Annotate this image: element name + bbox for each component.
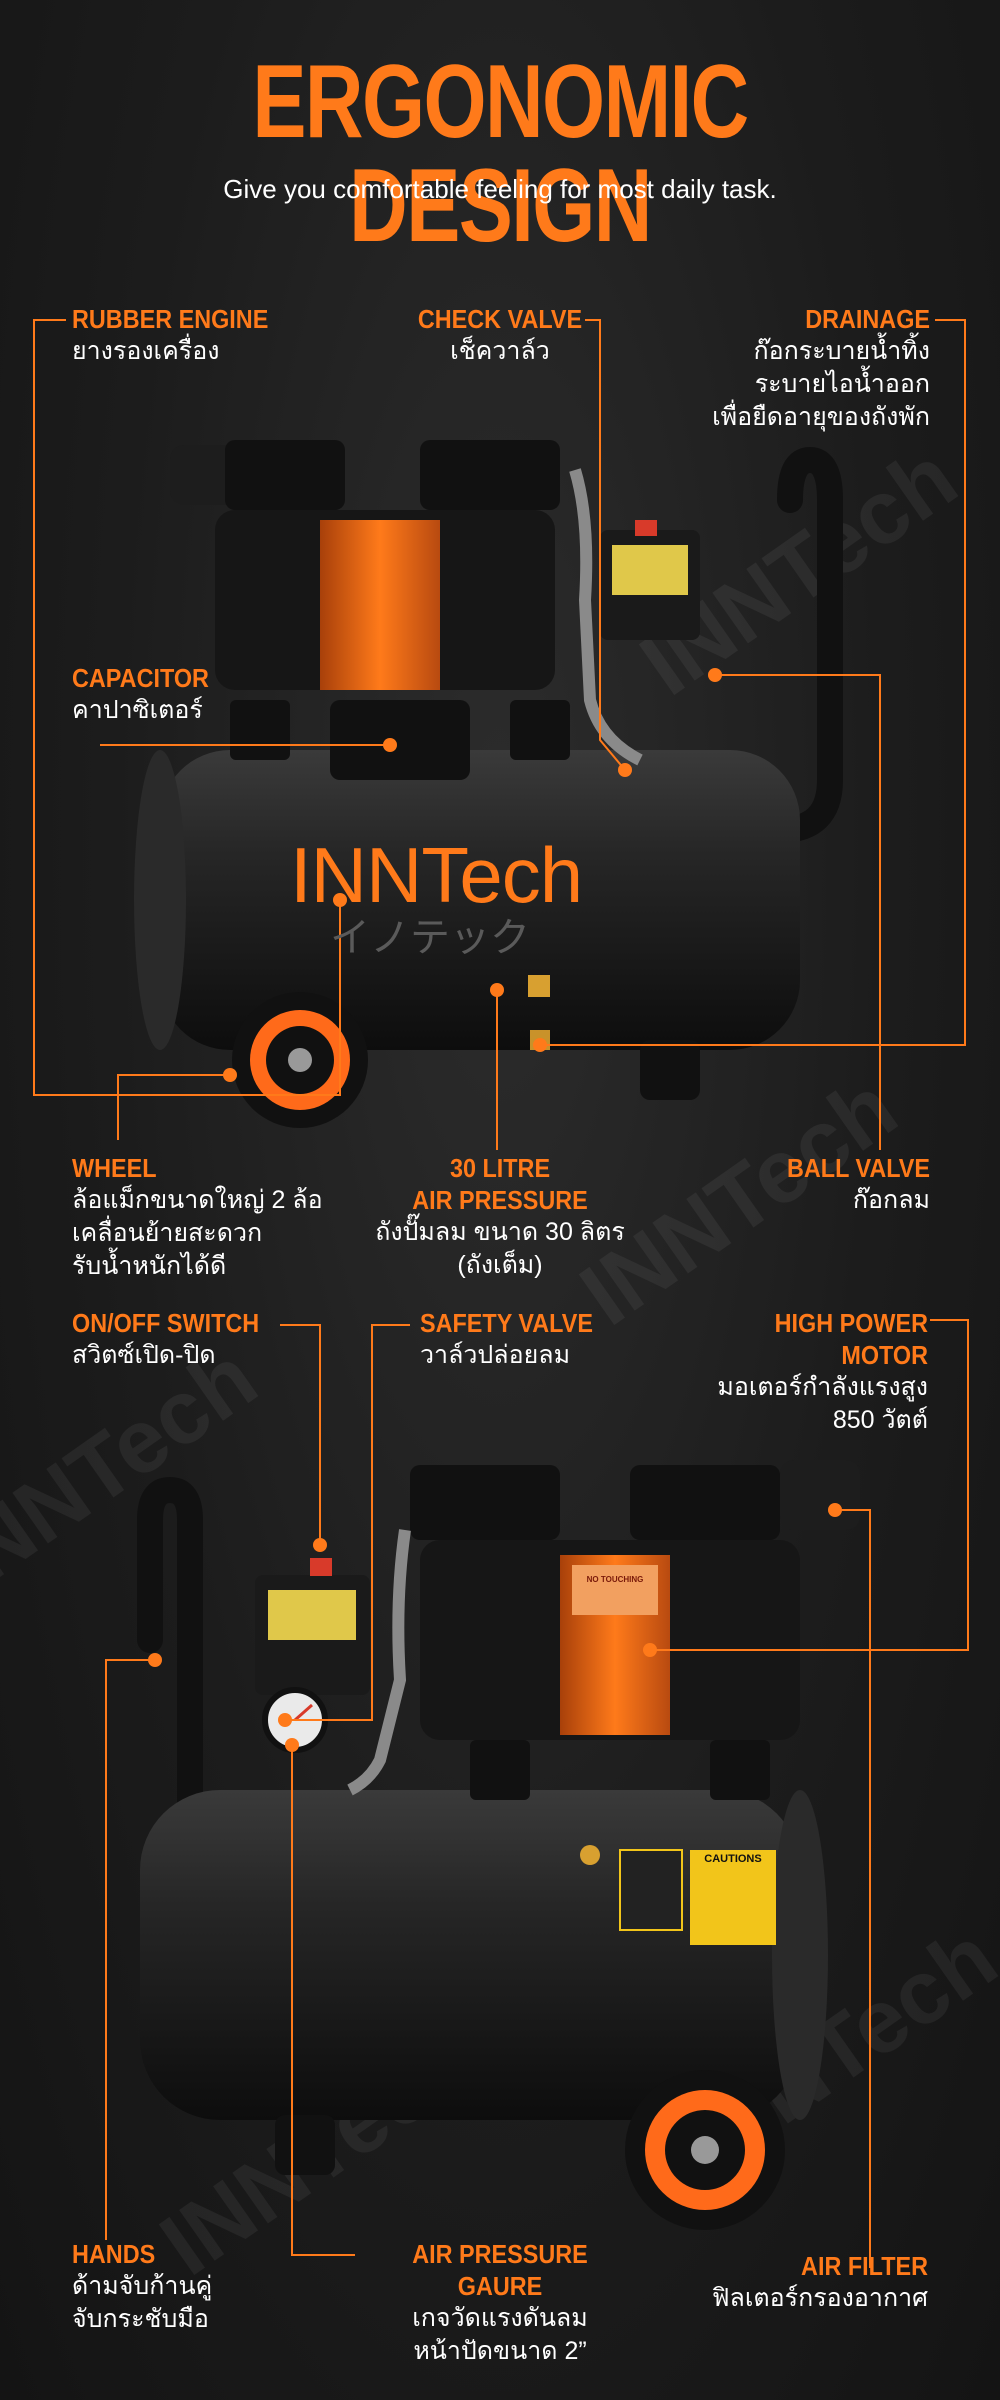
label-high-power-motor: HIGH POWER MOTOR มอเตอร์กำลังแรงสูง 850 … (717, 1308, 928, 1434)
label-hands: HANDS ด้ามจับก้านคู่ จับกระชับมือ (72, 2239, 213, 2333)
label-on-off-switch: ON/OFF SWITCH สวิตซ์เปิด-ปิด (72, 1308, 260, 1369)
label-air-filter: AIR FILTER ฟิลเตอร์กรองอากาศ (711, 2251, 928, 2312)
cautions-decal: CAUTIONS (704, 1853, 762, 1865)
label-ball-valve: BALL VALVE ก๊อกลม (786, 1153, 930, 1214)
label-air-pressure-gauge: AIR PRESSURE GAURE เกจวัดแรงดันลม หน้าปั… (412, 2239, 588, 2365)
label-capacitor: CAPACITOR คาปาซิเตอร์ (72, 663, 209, 724)
label-wheel: WHEEL ล้อแม็กขนาดใหญ่ 2 ล้อ เคลื่อนย้ายส… (72, 1153, 323, 1280)
label-safety-valve: SAFETY VALVE วาล์วปล่อยลม (420, 1308, 593, 1369)
page-title: ERGONOMIC DESIGN (252, 44, 749, 264)
label-air-pressure-tank: 30 LITRE AIR PRESSURE ถังปั๊มลม ขนาด 30 … (375, 1153, 625, 1279)
label-check-valve: CHECK VALVE เช็ควาล์ว (417, 304, 583, 365)
callout-lines (33, 319, 969, 2268)
brand-logo: INNTech (290, 831, 583, 919)
callout-dots (148, 668, 842, 1752)
label-rubber-engine: RUBBER ENGINE ยางรองเครื่อง (72, 304, 269, 365)
no-touching-decal: NO TOUCHING (586, 1575, 644, 1584)
bottom-compressor (137, 1460, 860, 2230)
page-subtitle: Give you comfortable feeling for most da… (223, 174, 777, 204)
brand-katakana: イノテック (330, 915, 530, 961)
label-drainage: DRAINAGE ก๊อกระบายน้ำทิ้ง ระบายไอน้ำออก … (712, 304, 930, 431)
top-compressor (134, 440, 843, 1128)
